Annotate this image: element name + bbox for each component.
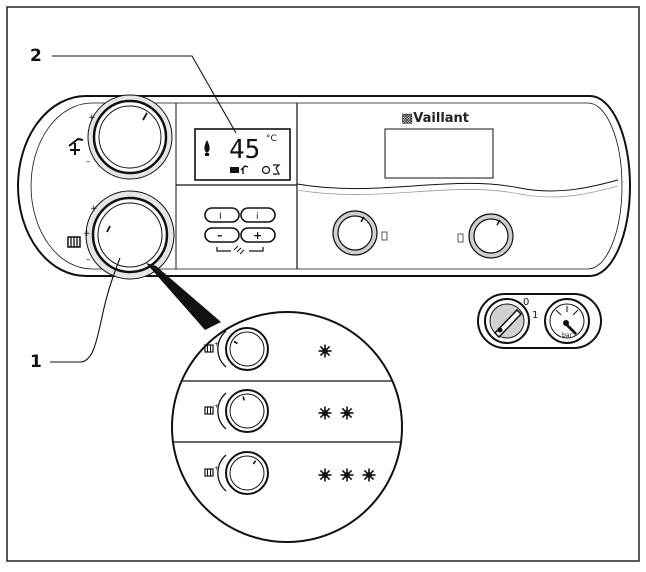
callout-1-label: 1 (30, 352, 42, 372)
plus-key[interactable] (240, 227, 276, 243)
heating-knob-setting (225, 451, 269, 495)
snowflake-icon (318, 468, 332, 482)
knob-bay (175, 103, 298, 269)
knob-plus-mark: + (214, 403, 219, 410)
heating-scale-plus-mark: + (90, 204, 98, 214)
display-tap-icon (240, 165, 249, 174)
heating-plus-mark: + (83, 229, 91, 239)
minus-key[interactable] (204, 227, 240, 243)
unit-controller-area: ▩Vaillant (296, 111, 619, 198)
magnified-view-circle (171, 311, 403, 543)
snowflake-icon (340, 406, 354, 420)
knob-scale-arc (217, 392, 227, 430)
hot-water-minus-mark: – (86, 157, 91, 167)
radiator-icon (204, 406, 214, 415)
heating-knob[interactable] (85, 190, 175, 280)
callout-2-leader (52, 55, 237, 134)
comfort-level-stars (318, 406, 354, 420)
flame-base (205, 153, 209, 156)
keypad: I i – + (204, 207, 276, 255)
knob-pointer (252, 460, 257, 465)
controller-screen (384, 128, 494, 179)
control-panel-inner-edge (30, 102, 623, 270)
sum-icon (273, 164, 281, 175)
heating-knob-setting (225, 327, 269, 371)
radiator-icon (204, 468, 214, 477)
left-small-knob[interactable] (332, 210, 378, 256)
snowflake-icon (318, 406, 332, 420)
callout-2: 2 (30, 46, 237, 134)
snowflake-icon (362, 468, 376, 482)
comfort-level-stars (318, 468, 376, 482)
gauge-unit: bar (562, 332, 572, 339)
radiator-icon (67, 236, 81, 248)
minus-key-label: – (217, 229, 223, 242)
magnified-view-dividers (172, 380, 402, 443)
hot-water-knob[interactable] (87, 94, 173, 180)
knob-scale-arc (217, 330, 227, 368)
keypad-bracket (216, 247, 264, 252)
heating-knob-setting (225, 389, 269, 433)
callout-1: 1 (30, 257, 121, 372)
comfort-level-stars (318, 344, 332, 358)
magnifier-cone (146, 263, 221, 330)
switch-position-0: 0 (523, 297, 529, 308)
knob-plus-mark: + (214, 465, 219, 472)
pressure-gauge: bar (544, 298, 590, 344)
lcd-display: 45 °C (194, 128, 291, 181)
callout-1-leader (50, 257, 121, 363)
knob-scale-arc (217, 454, 227, 492)
plus-key-label: + (253, 229, 262, 242)
right-small-knob-mark (457, 233, 464, 243)
switch-position-1: 1 (532, 310, 538, 321)
knob-pointer (242, 396, 245, 401)
info-key[interactable] (240, 207, 276, 223)
magnified-row: + (204, 389, 354, 433)
clock-icon (261, 165, 271, 175)
chimney-sweep-icon (233, 245, 245, 255)
snowflake-icon (318, 344, 332, 358)
heating-minus-mark: – (86, 255, 91, 265)
snowflake-icon (340, 468, 354, 482)
knob-pointer (142, 112, 148, 121)
display-temperature: 45 (229, 135, 260, 165)
display-radiator-icon (230, 167, 239, 173)
service-key[interactable] (204, 207, 240, 223)
knob-plus-mark: + (214, 341, 219, 348)
knob-pointer (106, 225, 111, 233)
hot-water-plus-mark: + (88, 113, 96, 123)
callout-2-label: 2 (30, 46, 42, 66)
main-switch[interactable] (484, 298, 530, 344)
display-unit: °C (266, 134, 277, 144)
flame-icon (204, 140, 210, 153)
radiator-icon (204, 344, 214, 353)
info-key-label: i (256, 212, 259, 222)
magnified-rows: + + + (204, 327, 376, 495)
knob-pointer (233, 340, 238, 345)
magnified-row: + (204, 327, 332, 371)
magnified-row: + (204, 451, 376, 495)
left-small-knob-mark (381, 231, 388, 241)
right-small-knob[interactable] (468, 213, 514, 259)
brand-logo: ▩Vaillant (401, 111, 469, 126)
hot-water-tap-icon (68, 137, 84, 155)
service-key-label: I (219, 212, 222, 222)
